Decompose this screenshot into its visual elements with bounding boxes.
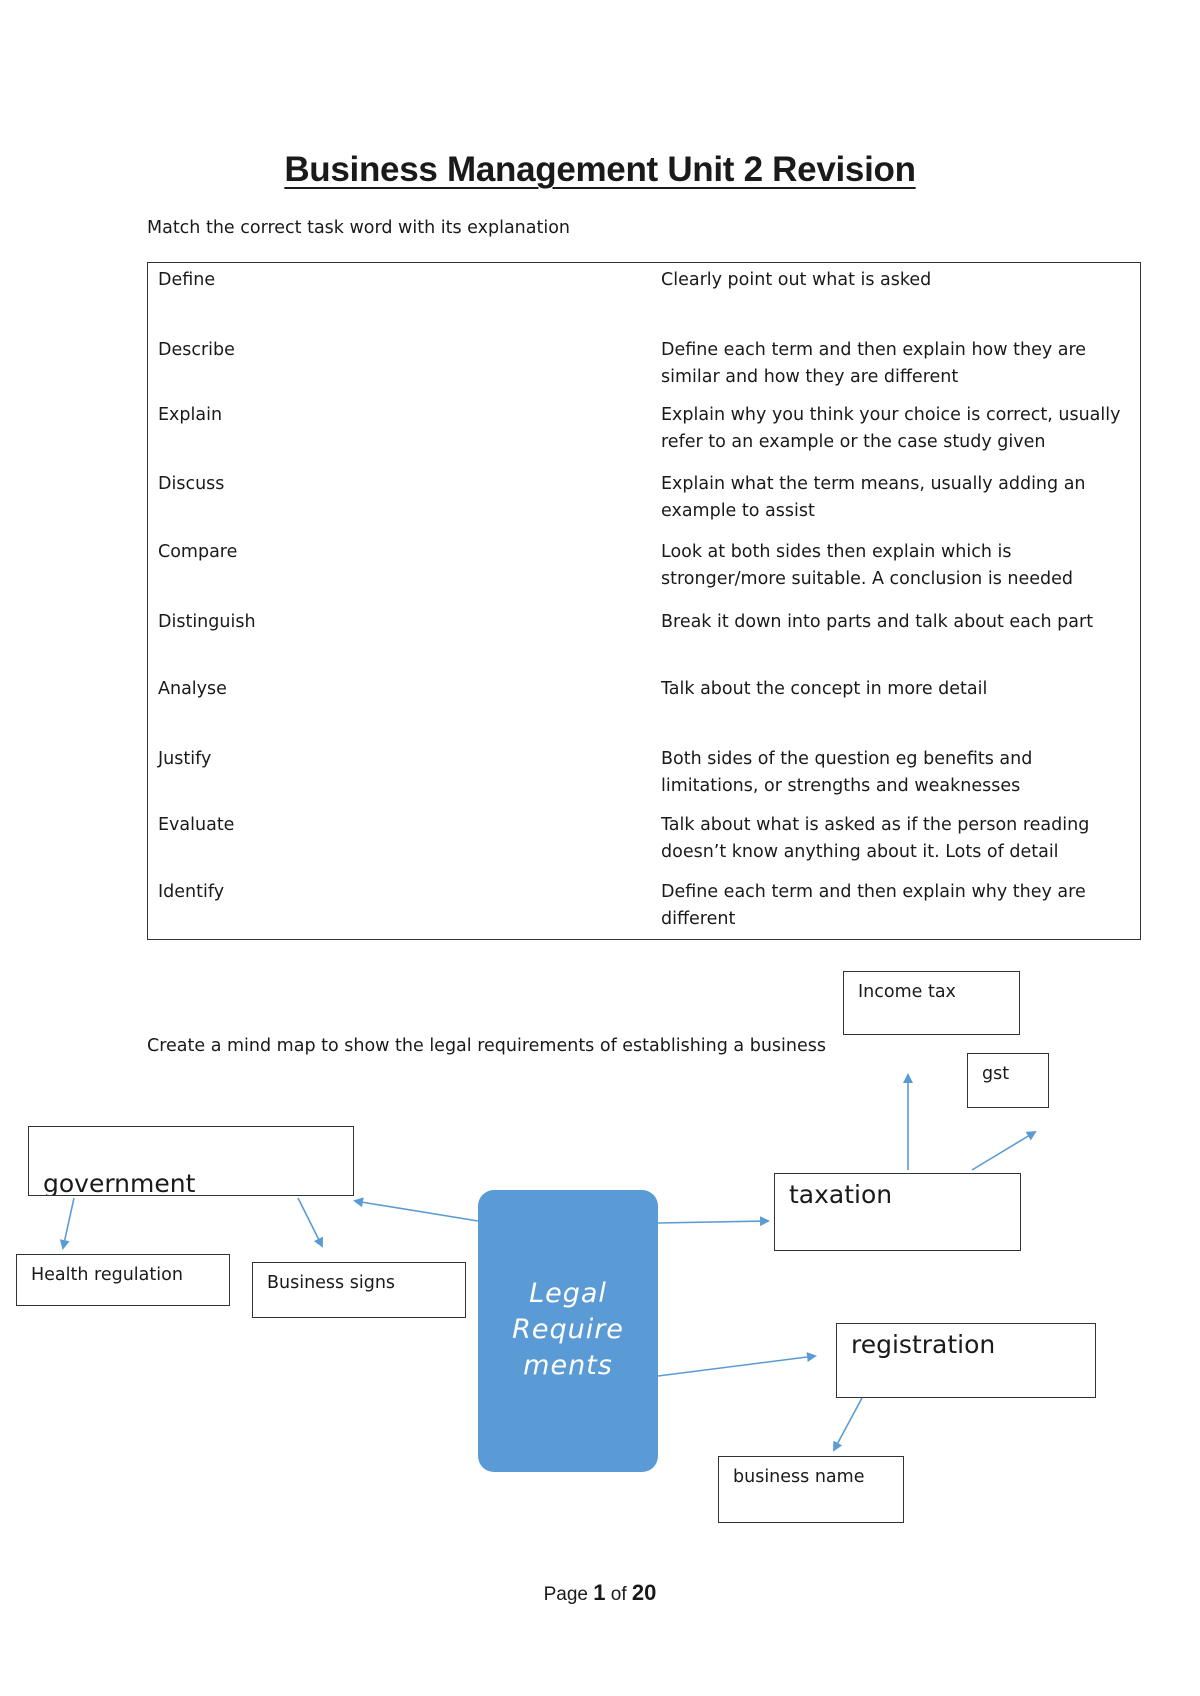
arrow-to-gst — [971, 1130, 1037, 1171]
table-explanation: Look at both sides then explain which is… — [661, 542, 1073, 589]
table-term: Describe — [158, 340, 235, 360]
table-explanation: Clearly point out what is asked — [661, 270, 932, 290]
center-label-line: ments — [523, 1350, 613, 1381]
government-box: government — [28, 1126, 354, 1196]
table-instruction: Match the correct task word with its exp… — [147, 218, 570, 238]
business-signs-label: Business signs — [267, 1273, 396, 1293]
registration-label: registration — [851, 1330, 996, 1359]
gst-label: gst — [982, 1064, 1010, 1084]
table-explanation: Break it down into parts and talk about … — [661, 612, 1094, 632]
business-name-label: business name — [733, 1467, 865, 1487]
footer-page-label: Page — [543, 1584, 588, 1605]
arrow-to-business-signs — [297, 1197, 323, 1248]
arrow-to-government — [353, 1197, 479, 1222]
table-explanation: Define each term and then explain why th… — [661, 882, 1086, 929]
mindmap-instruction: Create a mind map to show the legal requ… — [147, 1036, 826, 1056]
business-signs-box: Business signs — [252, 1262, 466, 1318]
table-explanation: Both sides of the question eg benefits a… — [661, 749, 1033, 796]
arrow-to-taxation — [657, 1216, 770, 1227]
table-explanation: Talk about the concept in more detail — [661, 679, 988, 699]
government-label: government — [43, 1169, 196, 1196]
table-term: Justify — [158, 749, 212, 769]
table-term: Evaluate — [158, 815, 235, 835]
business-name-box: business name — [718, 1456, 904, 1523]
footer-of-label: of — [610, 1584, 627, 1605]
income-tax-label: Income tax — [858, 982, 956, 1002]
page-title: Business Management Unit 2 Revision — [284, 150, 916, 189]
table-term: Identify — [158, 882, 225, 902]
table-term: Define — [158, 270, 216, 290]
gst-box: gst — [967, 1053, 1049, 1108]
income-tax-box: Income tax — [843, 971, 1020, 1035]
taxation-label: taxation — [789, 1180, 893, 1209]
center-label-line: Require — [512, 1314, 624, 1345]
table-explanation: Explain what the term means, usually add… — [661, 474, 1086, 521]
table-explanation: Explain why you think your choice is cor… — [661, 405, 1121, 452]
arrow-to-registration — [657, 1352, 817, 1377]
taxation-box: taxation — [774, 1173, 1021, 1251]
legal-requirements-node: Legal Require ments — [478, 1190, 658, 1472]
table-term: Compare — [158, 542, 238, 562]
arrow-to-business-name — [833, 1397, 863, 1452]
health-regulation-label: Health regulation — [31, 1265, 183, 1285]
footer-page-number: 1 — [593, 1580, 606, 1605]
health-regulation-box: Health regulation — [16, 1254, 230, 1306]
registration-box: registration — [836, 1323, 1096, 1398]
table-term: Discuss — [158, 474, 225, 494]
table-term: Distinguish — [158, 612, 256, 632]
table-term: Analyse — [158, 679, 227, 699]
arrow-to-health-regulation — [59, 1197, 75, 1250]
table-explanation: Define each term and then explain how th… — [661, 340, 1087, 387]
task-word-table: Define Clearly point out what is asked D… — [147, 262, 1141, 940]
table-term: Explain — [158, 405, 223, 425]
center-label-line: Legal — [529, 1278, 607, 1309]
page-footer: Page 1 of 20 — [0, 1580, 1200, 1606]
footer-total-pages: 20 — [631, 1580, 657, 1605]
table-explanation: Talk about what is asked as if the perso… — [661, 815, 1090, 862]
